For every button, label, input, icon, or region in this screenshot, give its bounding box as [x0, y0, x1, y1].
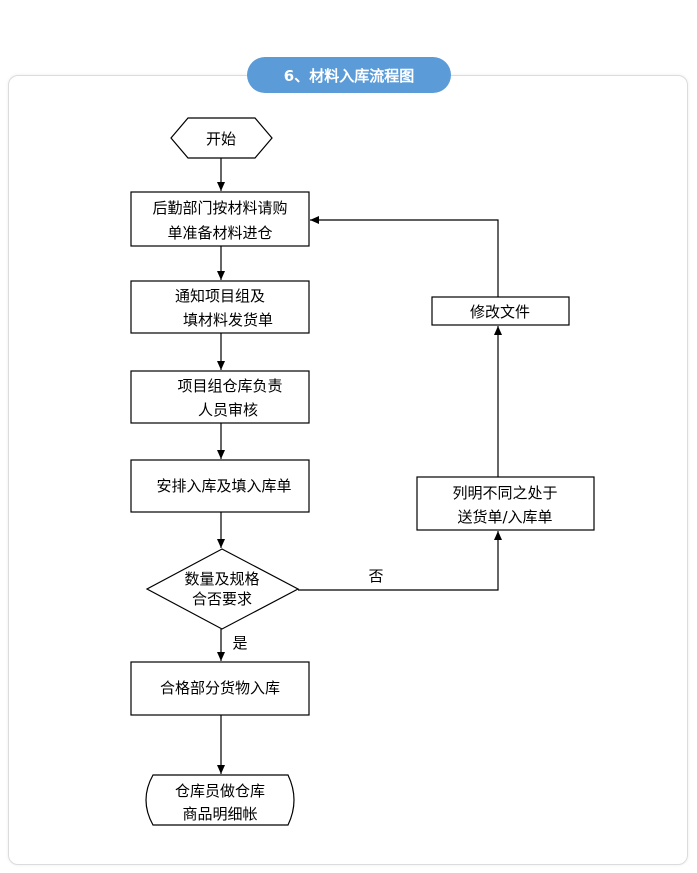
step3-line1: 项目组仓库负责	[177, 377, 282, 395]
start-label: 开始	[206, 130, 236, 148]
section-title: 6、材料入库流程图	[247, 57, 451, 93]
step1-line2: 单准备材料进仓	[167, 224, 272, 242]
side1-line1: 列明不同之处于	[452, 484, 557, 502]
step1-line1: 后勤部门按材料请购	[152, 199, 287, 217]
arrow-decision-side1	[298, 531, 502, 591]
start-shape	[170, 117, 273, 159]
end-line2: 商品明细帐	[182, 805, 257, 823]
step2-line1: 通知项目组及	[175, 287, 265, 305]
side1-box	[416, 476, 595, 531]
side2-box	[431, 296, 570, 326]
step1-box	[130, 191, 310, 247]
side2-label: 修改文件	[470, 303, 530, 321]
end-line1: 仓库员做仓库	[175, 782, 265, 800]
step4-label: 安排入库及填入库单	[156, 477, 291, 495]
diagram-card	[8, 75, 688, 865]
arrow-side2-step1	[310, 216, 499, 297]
decision-shape	[145, 548, 300, 630]
step4-box	[130, 459, 310, 513]
step2-box	[130, 280, 310, 334]
step5-box	[130, 661, 310, 716]
step3-line2: 人员审核	[198, 401, 258, 419]
step3-box	[130, 370, 310, 424]
decision-line2: 合否要求	[192, 590, 252, 608]
step5-label: 合格部分货物入库	[160, 679, 280, 697]
no-label: 否	[368, 567, 383, 585]
end-shape	[145, 774, 295, 826]
decision-line1: 数量及规格	[184, 570, 259, 588]
step2-line2: 填材料发货单	[183, 311, 273, 329]
side1-line2: 送货单/入库单	[457, 508, 552, 526]
yes-label: 是	[232, 634, 247, 652]
